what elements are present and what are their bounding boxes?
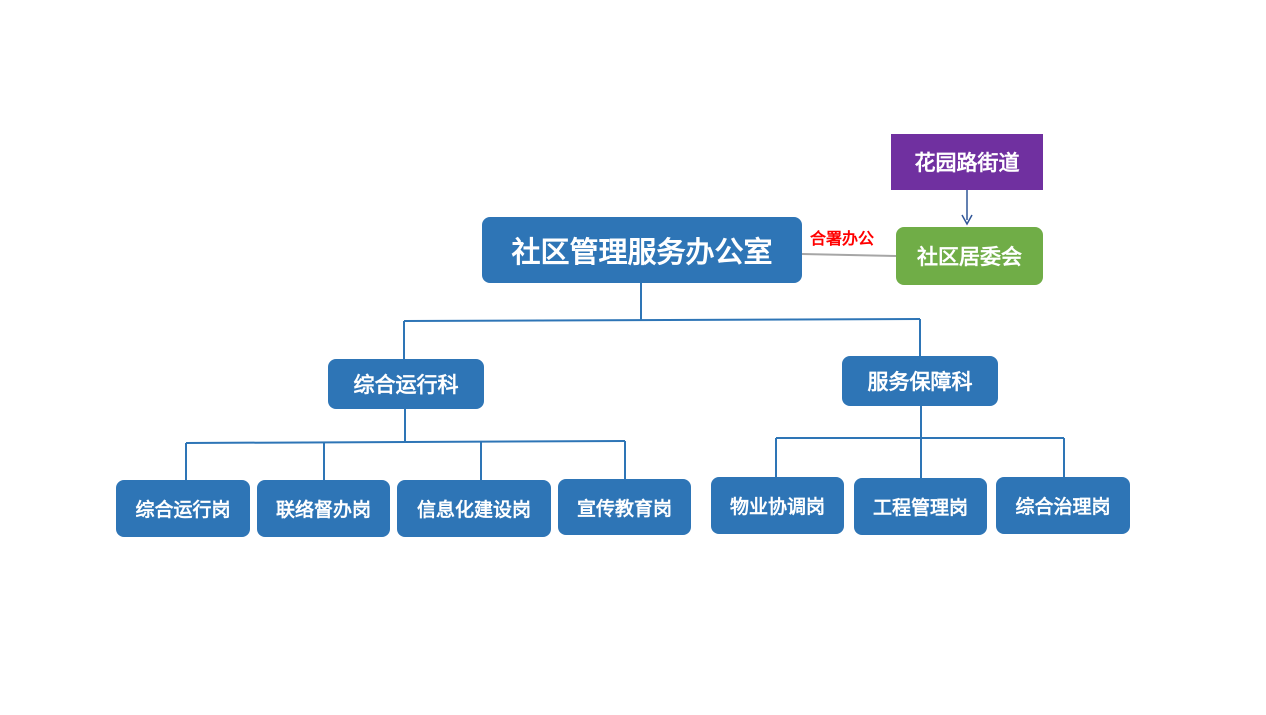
- department-label: 综合运行科: [353, 373, 459, 397]
- main-office-label: 社区管理服务办公室: [511, 235, 773, 269]
- post-label: 宣传教育岗: [576, 497, 672, 520]
- committee-box: 社区居委会: [896, 227, 1043, 285]
- top-org-label: 花园路街道: [914, 151, 1020, 175]
- department-label: 服务保障科: [867, 370, 973, 394]
- tree-lines-dept2: [775, 405, 1065, 479]
- department-box: 综合运行科: [328, 359, 484, 409]
- post-box: 综合治理岗: [996, 477, 1130, 534]
- post-label: 综合治理岗: [1015, 496, 1111, 518]
- post-box: 物业协调岗: [711, 477, 844, 534]
- committee-label: 社区居委会: [917, 245, 1022, 269]
- post-box: 工程管理岗: [854, 478, 987, 535]
- tree-lines-dept1: [185, 408, 626, 481]
- post-label: 工程管理岗: [872, 497, 968, 519]
- post-box: 综合运行岗: [116, 480, 250, 537]
- department-box: 服务保障科: [842, 356, 998, 406]
- main-office-box: 社区管理服务办公室: [482, 217, 802, 283]
- post-label: 信息化建设岗: [416, 499, 531, 521]
- relation-label: 合署办公: [810, 229, 875, 248]
- top-org-box: 花园路街道: [891, 134, 1043, 190]
- tree-lines-level1: [403, 283, 921, 360]
- post-box: 联络督办岗: [257, 480, 390, 537]
- link-office-committee: [801, 253, 898, 257]
- arrow-head: [961, 214, 973, 226]
- post-box: 信息化建设岗: [397, 480, 551, 537]
- post-label: 联络督办岗: [275, 499, 371, 521]
- post-label: 物业协调岗: [729, 496, 825, 518]
- post-box: 宣传教育岗: [558, 479, 691, 535]
- post-label: 综合运行岗: [135, 499, 231, 521]
